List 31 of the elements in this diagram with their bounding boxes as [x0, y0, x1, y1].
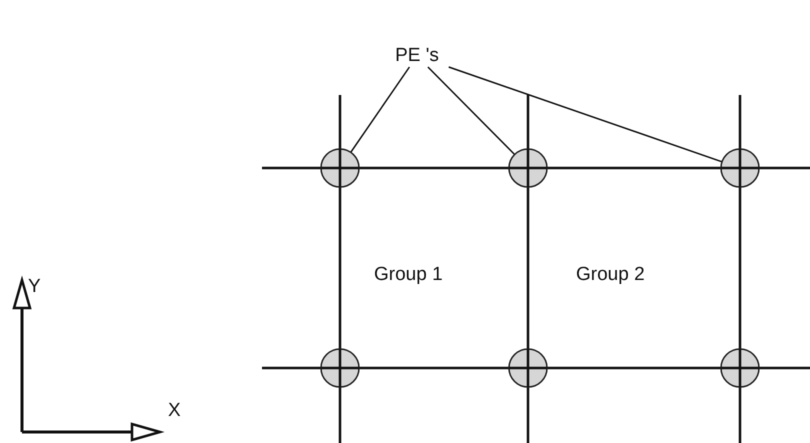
processing-element-circle [720, 348, 760, 388]
grid-line [338, 387, 342, 443]
grid-line [262, 166, 321, 170]
grid-line [526, 387, 530, 443]
leader-line [427, 66, 516, 156]
processing-element-circle [508, 148, 548, 188]
processing-element-circle [508, 348, 548, 388]
group-label: Group 1 [374, 264, 443, 286]
grid-line [359, 166, 509, 170]
grid-line [262, 366, 321, 370]
grid-line [759, 166, 810, 170]
grid-line [738, 387, 742, 443]
processing-element-circle [320, 148, 360, 188]
group-label: Group 2 [576, 264, 645, 286]
axis-label: X [168, 400, 181, 422]
grid-line [547, 366, 721, 370]
axis-label: Y [28, 276, 41, 298]
leader-line [350, 66, 410, 153]
grid-line [738, 95, 742, 149]
grid-line [526, 95, 530, 149]
grid-line [526, 187, 530, 349]
grid-line [359, 366, 509, 370]
processing-element-circle [720, 148, 760, 188]
grid-line [759, 366, 810, 370]
grid-line [547, 166, 721, 170]
grid-line [338, 187, 342, 349]
callout-label: PE 's [385, 45, 449, 67]
processing-element-circle [320, 348, 360, 388]
grid-line [738, 187, 742, 349]
grid-line [338, 95, 342, 149]
leader-line [448, 66, 722, 162]
